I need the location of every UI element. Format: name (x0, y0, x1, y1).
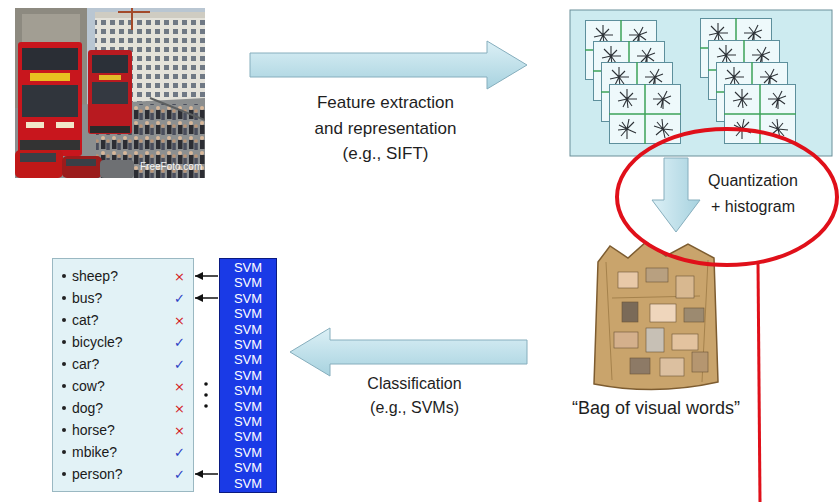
category-list-box: sheep?×bus?✓cat?×bicycle?✓car?✓cow?×dog?… (52, 258, 194, 492)
result-mark: × (168, 269, 185, 284)
category-name: cow? (72, 378, 105, 394)
bag-caption: “Bag of visual words” (572, 398, 740, 420)
category-name: sheep? (72, 268, 118, 284)
category-row: dog? × (62, 397, 185, 419)
bullet-dot (62, 274, 66, 278)
classifier-name: SVM (220, 476, 276, 491)
bullet-dot (62, 384, 66, 388)
result-mark: ✓ (168, 445, 185, 460)
category-name: horse? (72, 422, 115, 438)
bullet-dot (62, 450, 66, 454)
result-mark: ✓ (168, 357, 185, 372)
classifier-name: SVM (220, 260, 276, 275)
classifier-name: SVM (220, 399, 276, 414)
classifier-name: SVM (220, 306, 276, 321)
category-row: horse? × (62, 419, 185, 441)
category-row: car? ✓ (62, 353, 185, 375)
classifier-name: SVM (220, 322, 276, 337)
category-row: person? ✓ (62, 463, 185, 485)
classifier-name: SVM (220, 368, 276, 383)
block-arrow (290, 328, 527, 376)
result-mark: ✓ (168, 467, 185, 482)
category-name: cat? (72, 312, 98, 328)
category-name: car? (72, 356, 99, 372)
category-row: bicycle? ✓ (62, 331, 185, 353)
highlight-ellipse (617, 129, 837, 265)
bullet-dot (62, 428, 66, 432)
classifier-name: SVM (220, 445, 276, 460)
classifier-name: SVM (220, 383, 276, 398)
classifier-name: SVM (220, 275, 276, 290)
bullet-dot (62, 362, 66, 366)
category-name: person? (72, 466, 123, 482)
category-name: bus? (72, 290, 102, 306)
result-arrow (195, 297, 218, 299)
classifier-name: SVM (220, 460, 276, 475)
result-mark: × (168, 313, 185, 328)
category-row: sheep? × (62, 265, 185, 287)
result-mark: × (168, 379, 185, 394)
highlight-leader (758, 262, 760, 502)
result-mark: ✓ (168, 291, 185, 306)
classifier-name: SVM (220, 429, 276, 444)
ellipsis-dots (204, 382, 208, 408)
result-mark: × (168, 423, 185, 438)
category-row: mbike? ✓ (62, 441, 185, 463)
bullet-dot (62, 318, 66, 322)
bullet-dot (62, 296, 66, 300)
step-caption: Feature extraction and representation (e… (308, 90, 463, 167)
sift-descriptor-panel (570, 10, 832, 156)
result-mark: ✓ (168, 335, 185, 350)
classifier-name: SVM (220, 414, 276, 429)
classifier-name: SVM (220, 337, 276, 352)
category-row: cat? × (62, 309, 185, 331)
result-mark: × (168, 401, 185, 416)
photo-watermark: FreeFoto.com (140, 161, 202, 173)
step-caption: Quantization + histogram (703, 168, 803, 219)
bullet-dot (62, 340, 66, 344)
block-arrow (652, 158, 700, 232)
category-row: cow? × (62, 375, 185, 397)
category-name: mbike? (72, 444, 117, 460)
step-caption: Classification (e.g., SVMs) (352, 372, 477, 420)
result-arrow (195, 473, 218, 475)
category-name: bicycle? (72, 334, 123, 350)
bullet-dot (62, 472, 66, 476)
street-photo (15, 8, 205, 178)
classifier-name: SVM (220, 352, 276, 367)
classifier-name: SVM (220, 291, 276, 306)
bullet-dot (62, 406, 66, 410)
result-arrow (195, 275, 218, 277)
block-arrow (250, 41, 527, 89)
category-name: dog? (72, 400, 103, 416)
svm-classifier-stack: SVMSVMSVMSVMSVMSVMSVMSVMSVMSVMSVMSVMSVMS… (219, 258, 277, 493)
category-row: bus? ✓ (62, 287, 185, 309)
